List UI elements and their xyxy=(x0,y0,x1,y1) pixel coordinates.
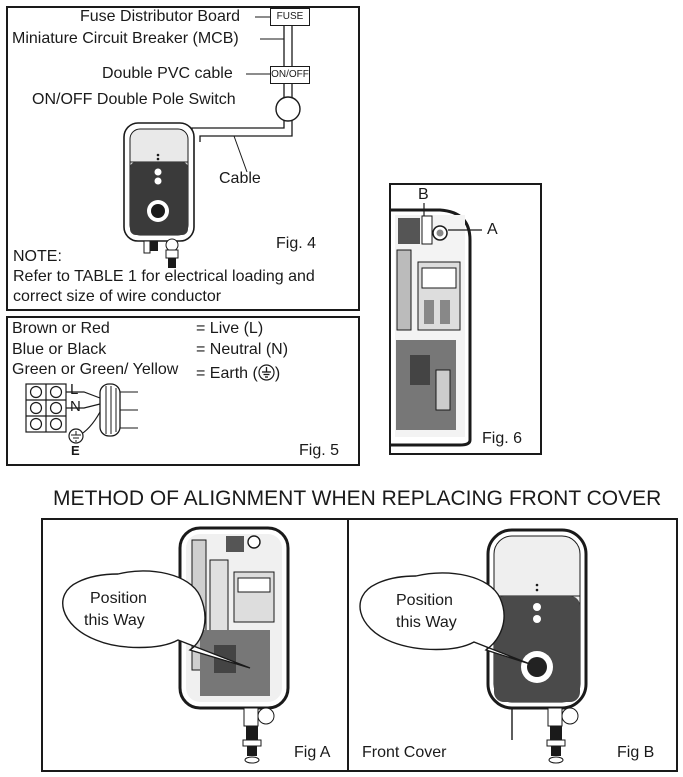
terminal-n-label: N xyxy=(70,398,81,415)
note-line-2: correct size of wire conductor xyxy=(13,288,222,305)
fig6-marker-b: B xyxy=(418,186,429,203)
alignment-heading: METHOD OF ALIGNMENT WHEN REPLACING FRONT… xyxy=(53,487,662,510)
fig4-label: Fig. 4 xyxy=(276,235,317,252)
alignment-panel xyxy=(41,518,678,772)
note-line-1: Refer to TABLE 1 for electrical loading … xyxy=(13,268,315,285)
earth-symbol-icon xyxy=(258,364,275,381)
fig5-label: Fig. 5 xyxy=(299,442,340,459)
fig-a-bubble-line-1: Position xyxy=(90,590,147,607)
fig6-panel xyxy=(389,183,542,455)
fig-a-label: Fig A xyxy=(294,744,331,761)
fig-a-bubble-line-2: this Way xyxy=(84,612,145,629)
front-cover-caption: Front Cover xyxy=(362,744,447,761)
fuse-distributor-label: Fuse Distributor Board xyxy=(80,8,241,25)
wire-blue-meaning: = Neutral (N) xyxy=(196,341,289,358)
fig6-label: Fig. 6 xyxy=(482,430,523,447)
cable-label: Cable xyxy=(219,170,261,187)
terminal-e-label: E xyxy=(71,443,80,458)
wire-green: Green or Green/ Yellow xyxy=(12,361,179,378)
fig5-panel xyxy=(6,316,360,466)
mcb-label: Miniature Circuit Breaker (MCB) xyxy=(12,30,239,47)
fig-b-bubble-line-2: this Way xyxy=(396,614,457,631)
fuse-box: FUSE xyxy=(270,8,310,26)
fig-b-bubble-line-1: Position xyxy=(396,592,453,609)
wire-brown-meaning: = Live (L) xyxy=(196,320,264,337)
terminal-l-label: L xyxy=(70,381,79,398)
wire-brown: Brown or Red xyxy=(12,320,110,337)
wire-green-meaning: = Earth () xyxy=(196,361,280,383)
fig6-marker-a: A xyxy=(487,221,498,238)
wire-blue: Blue or Black xyxy=(12,341,107,358)
earth-text: = Earth ( xyxy=(196,365,258,382)
pvc-cable-label: Double PVC cable xyxy=(102,65,233,82)
earth-suffix: ) xyxy=(274,365,281,382)
alignment-divider xyxy=(347,518,349,772)
switch-label: ON/OFF Double Pole Switch xyxy=(32,91,236,108)
note-title: NOTE: xyxy=(13,248,62,265)
onoff-box: ON/OFF xyxy=(270,66,310,84)
fig-b-label: Fig B xyxy=(617,744,655,761)
